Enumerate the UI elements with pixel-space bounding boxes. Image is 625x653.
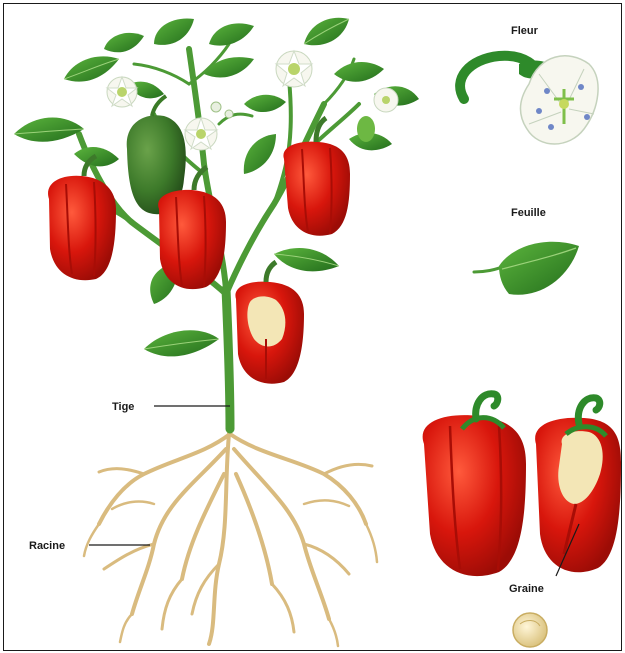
label-racine: Racine — [29, 540, 65, 552]
whole-pepper-detail — [423, 394, 526, 576]
seed-detail — [513, 613, 547, 647]
label-feuille: Feuille — [511, 207, 546, 219]
diagram-frame: Fleur Feuille Tige Racine Graine — [3, 3, 622, 651]
cut-pepper-detail — [535, 398, 621, 572]
label-graine: Graine — [509, 583, 544, 595]
red-pepper-right — [283, 118, 350, 236]
red-pepper-left — [48, 156, 116, 280]
pepper-plant-diagram: Fleur Feuille Tige Racine Graine — [4, 4, 621, 650]
root-system — [84, 424, 377, 646]
flower-detail — [460, 56, 598, 144]
leaf-detail — [474, 242, 579, 295]
red-pepper-cut-on-plant — [235, 262, 304, 384]
label-tige: Tige — [112, 401, 134, 413]
label-fleur: Fleur — [511, 25, 539, 37]
